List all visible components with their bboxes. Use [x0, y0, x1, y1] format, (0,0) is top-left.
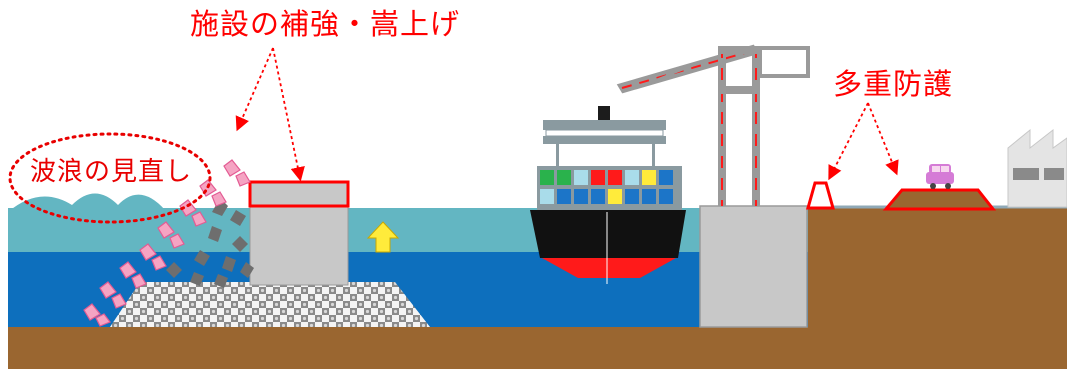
multi-defense-label: 多重防護: [833, 67, 954, 101]
factory-icon: [1007, 128, 1067, 208]
levee-small: [806, 181, 835, 210]
tetrapods-pink: [83, 159, 251, 327]
quay-wall: [699, 205, 808, 328]
wave-review-label: 波浪の見直し: [30, 157, 193, 187]
facility-reinforcement-label: 施設の補強・嵩上げ: [190, 7, 461, 41]
seawall-raised-top: [248, 180, 350, 208]
container-ship: [530, 106, 686, 284]
gantry-crane: [615, 43, 810, 206]
car-icon: [926, 164, 954, 189]
annotation-arrows: [235, 47, 899, 182]
up-arrow-icon: [366, 221, 400, 253]
rubble-mound: [110, 282, 430, 327]
raised-embankment: [882, 188, 997, 211]
wave-crests: [8, 193, 165, 225]
wave-review-ellipse: [8, 132, 212, 224]
tetrapods-dark: [166, 198, 254, 288]
seawall: [249, 204, 349, 286]
seabed: [8, 327, 1067, 369]
